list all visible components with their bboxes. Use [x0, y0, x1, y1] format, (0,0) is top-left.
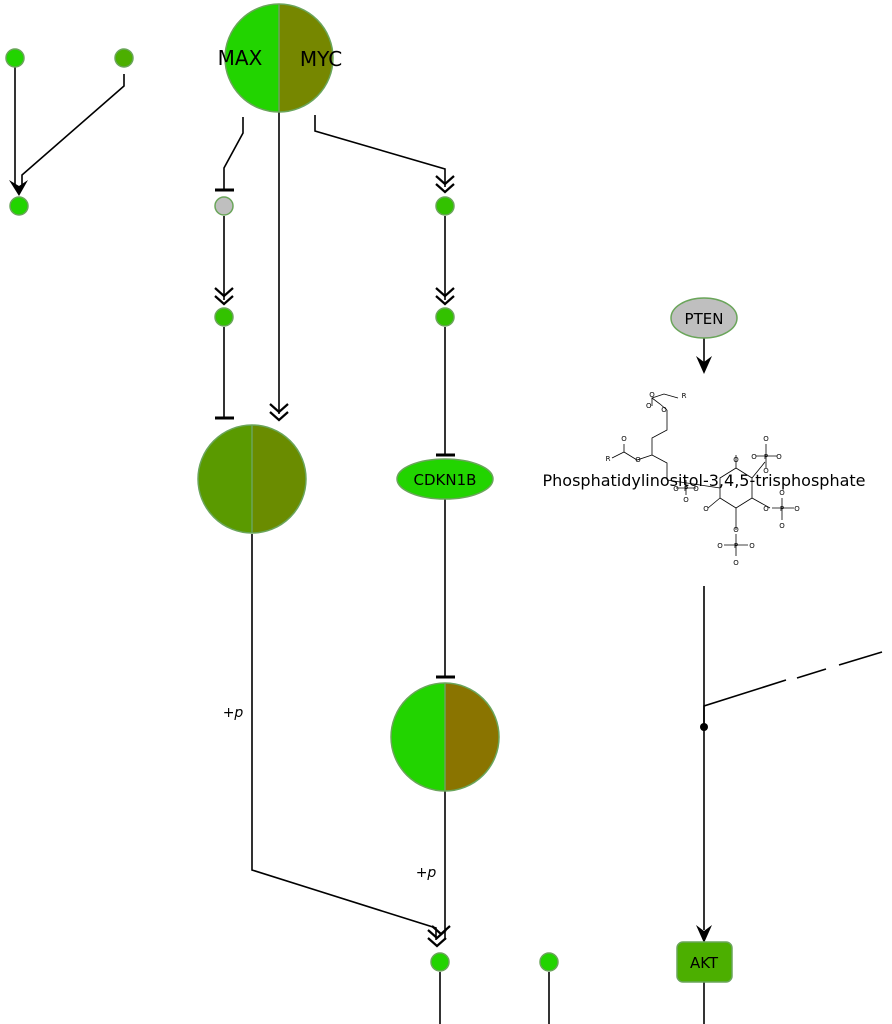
- node-pten[interactable]: PTEN: [670, 297, 738, 339]
- small-node-right-1[interactable]: [435, 196, 455, 216]
- chevron-right-node-2: [435, 287, 455, 306]
- svg-text:O: O: [661, 406, 667, 414]
- svg-text:O: O: [751, 453, 757, 461]
- svg-text:O: O: [635, 456, 641, 464]
- small-node-bottom-1[interactable]: [430, 952, 450, 972]
- svg-text:O: O: [703, 505, 709, 513]
- edge-label-phospho-center: +p: [416, 865, 437, 881]
- svg-text:O: O: [763, 435, 769, 443]
- svg-text:O: O: [779, 489, 785, 497]
- complex-left[interactable]: [197, 424, 307, 534]
- edge-myc-right: [314, 115, 446, 187]
- node-akt[interactable]: AKT: [676, 941, 733, 983]
- chevron-bottom-node: [427, 925, 451, 948]
- edge-max-inhibit: [223, 117, 244, 190]
- svg-text:P: P: [780, 505, 784, 513]
- svg-text:O: O: [649, 391, 655, 399]
- double-chevrons: [214, 175, 455, 948]
- small-node-top-left-2[interactable]: [114, 48, 134, 68]
- small-node-left-target[interactable]: [9, 196, 29, 216]
- label-pip3: Phosphatidylinositol-3,4,5-trisphosphate: [543, 471, 866, 490]
- small-node-bottom-2[interactable]: [539, 952, 559, 972]
- edge-anchor-branch: [703, 679, 787, 727]
- svg-text:O: O: [779, 522, 785, 530]
- small-node-grey[interactable]: [214, 196, 234, 216]
- svg-text:P: P: [764, 453, 768, 461]
- svg-text:O: O: [693, 485, 699, 493]
- svg-text:O: O: [683, 496, 689, 504]
- label-myc: MYC: [300, 47, 342, 71]
- chevron-green-node-left: [214, 287, 234, 306]
- label-max: MAX: [218, 46, 263, 70]
- svg-text:R: R: [606, 455, 611, 463]
- pip3-atoms: O O O R O O R P O O O O P O O O O O P O …: [606, 391, 801, 567]
- edge-dashed-2: [838, 651, 883, 666]
- arrowhead-pten: [696, 356, 712, 374]
- chevron-right-node-1: [435, 175, 455, 194]
- arrowhead-left: [9, 180, 28, 196]
- svg-text:O: O: [733, 559, 739, 567]
- node-cdkn1b[interactable]: CDKN1B: [396, 458, 494, 500]
- svg-text:O: O: [733, 526, 739, 534]
- pip3-backbone: [611, 393, 794, 556]
- label-cdkn1b: CDKN1B: [414, 471, 477, 489]
- svg-text:P: P: [684, 485, 688, 493]
- label-pten: PTEN: [685, 310, 724, 328]
- svg-text:O: O: [749, 542, 755, 550]
- svg-text:O: O: [763, 467, 769, 475]
- chevron-complex-left: [269, 403, 289, 422]
- edge-left-2: [21, 74, 125, 188]
- label-akt: AKT: [690, 954, 719, 972]
- svg-text:P: P: [734, 542, 738, 550]
- small-node-right-2[interactable]: [435, 307, 455, 327]
- svg-text:O: O: [673, 485, 679, 493]
- edge-label-phospho-left: +p: [223, 705, 244, 721]
- svg-text:O: O: [621, 435, 627, 443]
- edge-complex-left-phospho: [251, 534, 437, 940]
- small-node-top-left-1[interactable]: [5, 48, 25, 68]
- svg-text:O: O: [763, 505, 769, 513]
- svg-text:O: O: [776, 453, 782, 461]
- small-node-green-left[interactable]: [214, 307, 234, 327]
- complex-max-myc[interactable]: MAX MYC: [218, 3, 342, 113]
- svg-text:O: O: [733, 456, 739, 464]
- svg-text:R: R: [682, 392, 687, 400]
- edges: [9, 58, 883, 1024]
- arrowhead-akt: [696, 925, 712, 943]
- complex-center[interactable]: [390, 682, 500, 792]
- svg-text:O: O: [646, 402, 652, 410]
- svg-text:O: O: [717, 542, 723, 550]
- svg-text:O: O: [794, 505, 800, 513]
- edge-dashed-1: [796, 668, 827, 679]
- pip3-structure[interactable]: O O O R O O R P O O O O P O O O O O P O …: [543, 391, 866, 567]
